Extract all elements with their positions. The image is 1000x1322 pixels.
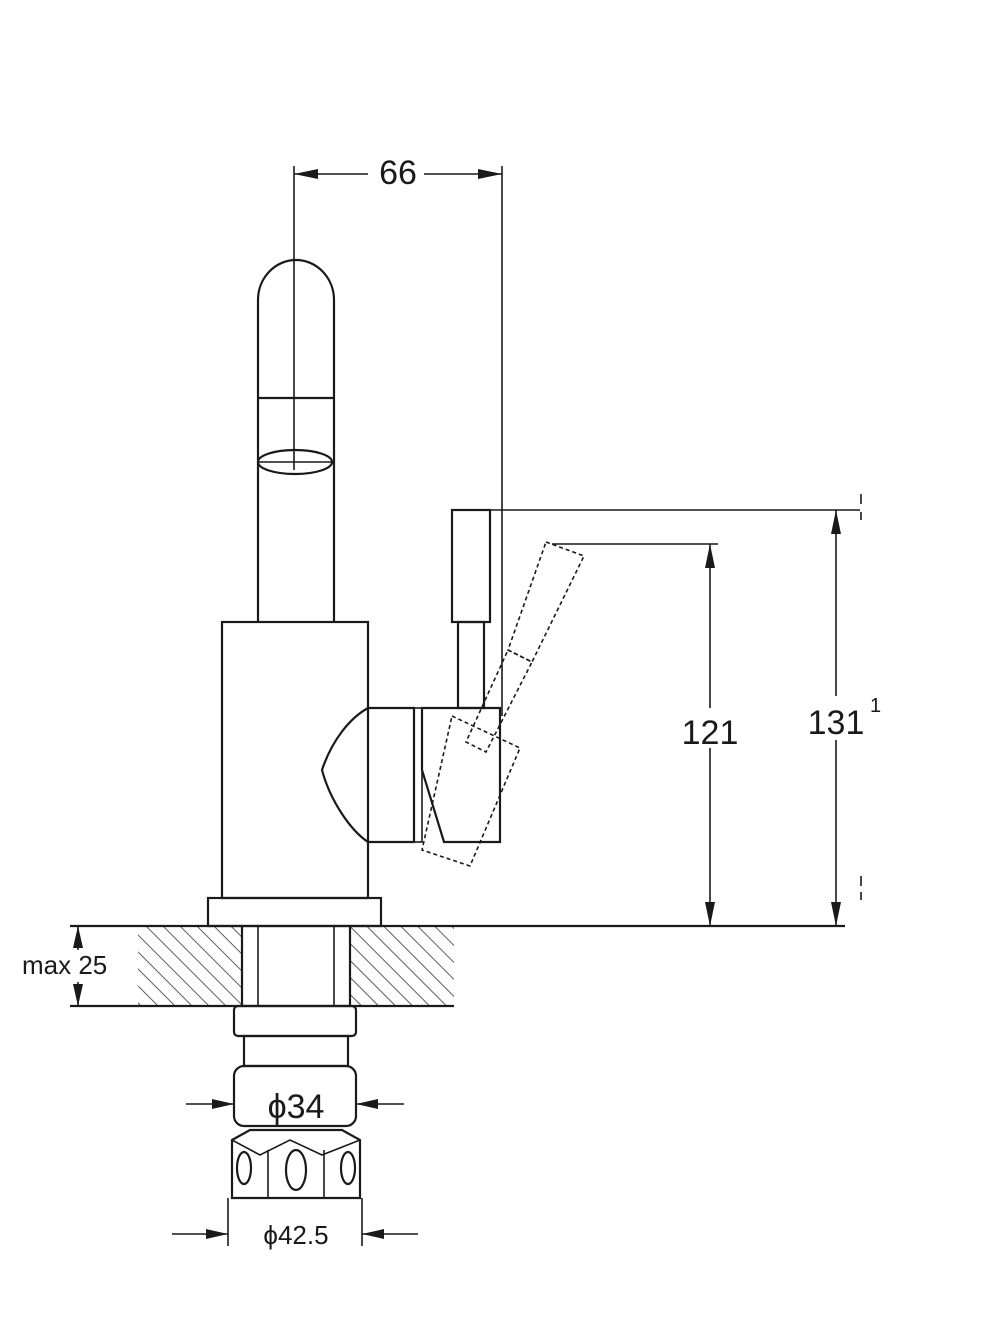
dimension-handle-height: 121 — [676, 544, 744, 926]
dimension-max-thickness: max 25 — [20, 926, 132, 1006]
dimension-spout-reach: 66 — [294, 150, 503, 716]
label-66: 66 — [379, 154, 417, 192]
dimension-total-height: 131 1 — [800, 494, 881, 926]
label-max-25: max 25 — [22, 950, 107, 980]
faucet-body — [206, 166, 860, 928]
shank-assembly — [230, 926, 362, 1200]
label-phi-34: ϕ34 — [268, 1088, 325, 1126]
label-131-superscript: 1 — [870, 695, 881, 717]
label-121: 121 — [682, 714, 739, 752]
label-131: 131 — [808, 704, 865, 742]
countertop — [70, 924, 845, 1008]
dimension-shank-diameter: ϕ34 — [186, 1086, 404, 1126]
dimension-nut-diameter: ϕ42.5 — [172, 1198, 418, 1250]
label-phi-42-5: ϕ42.5 — [263, 1220, 328, 1250]
